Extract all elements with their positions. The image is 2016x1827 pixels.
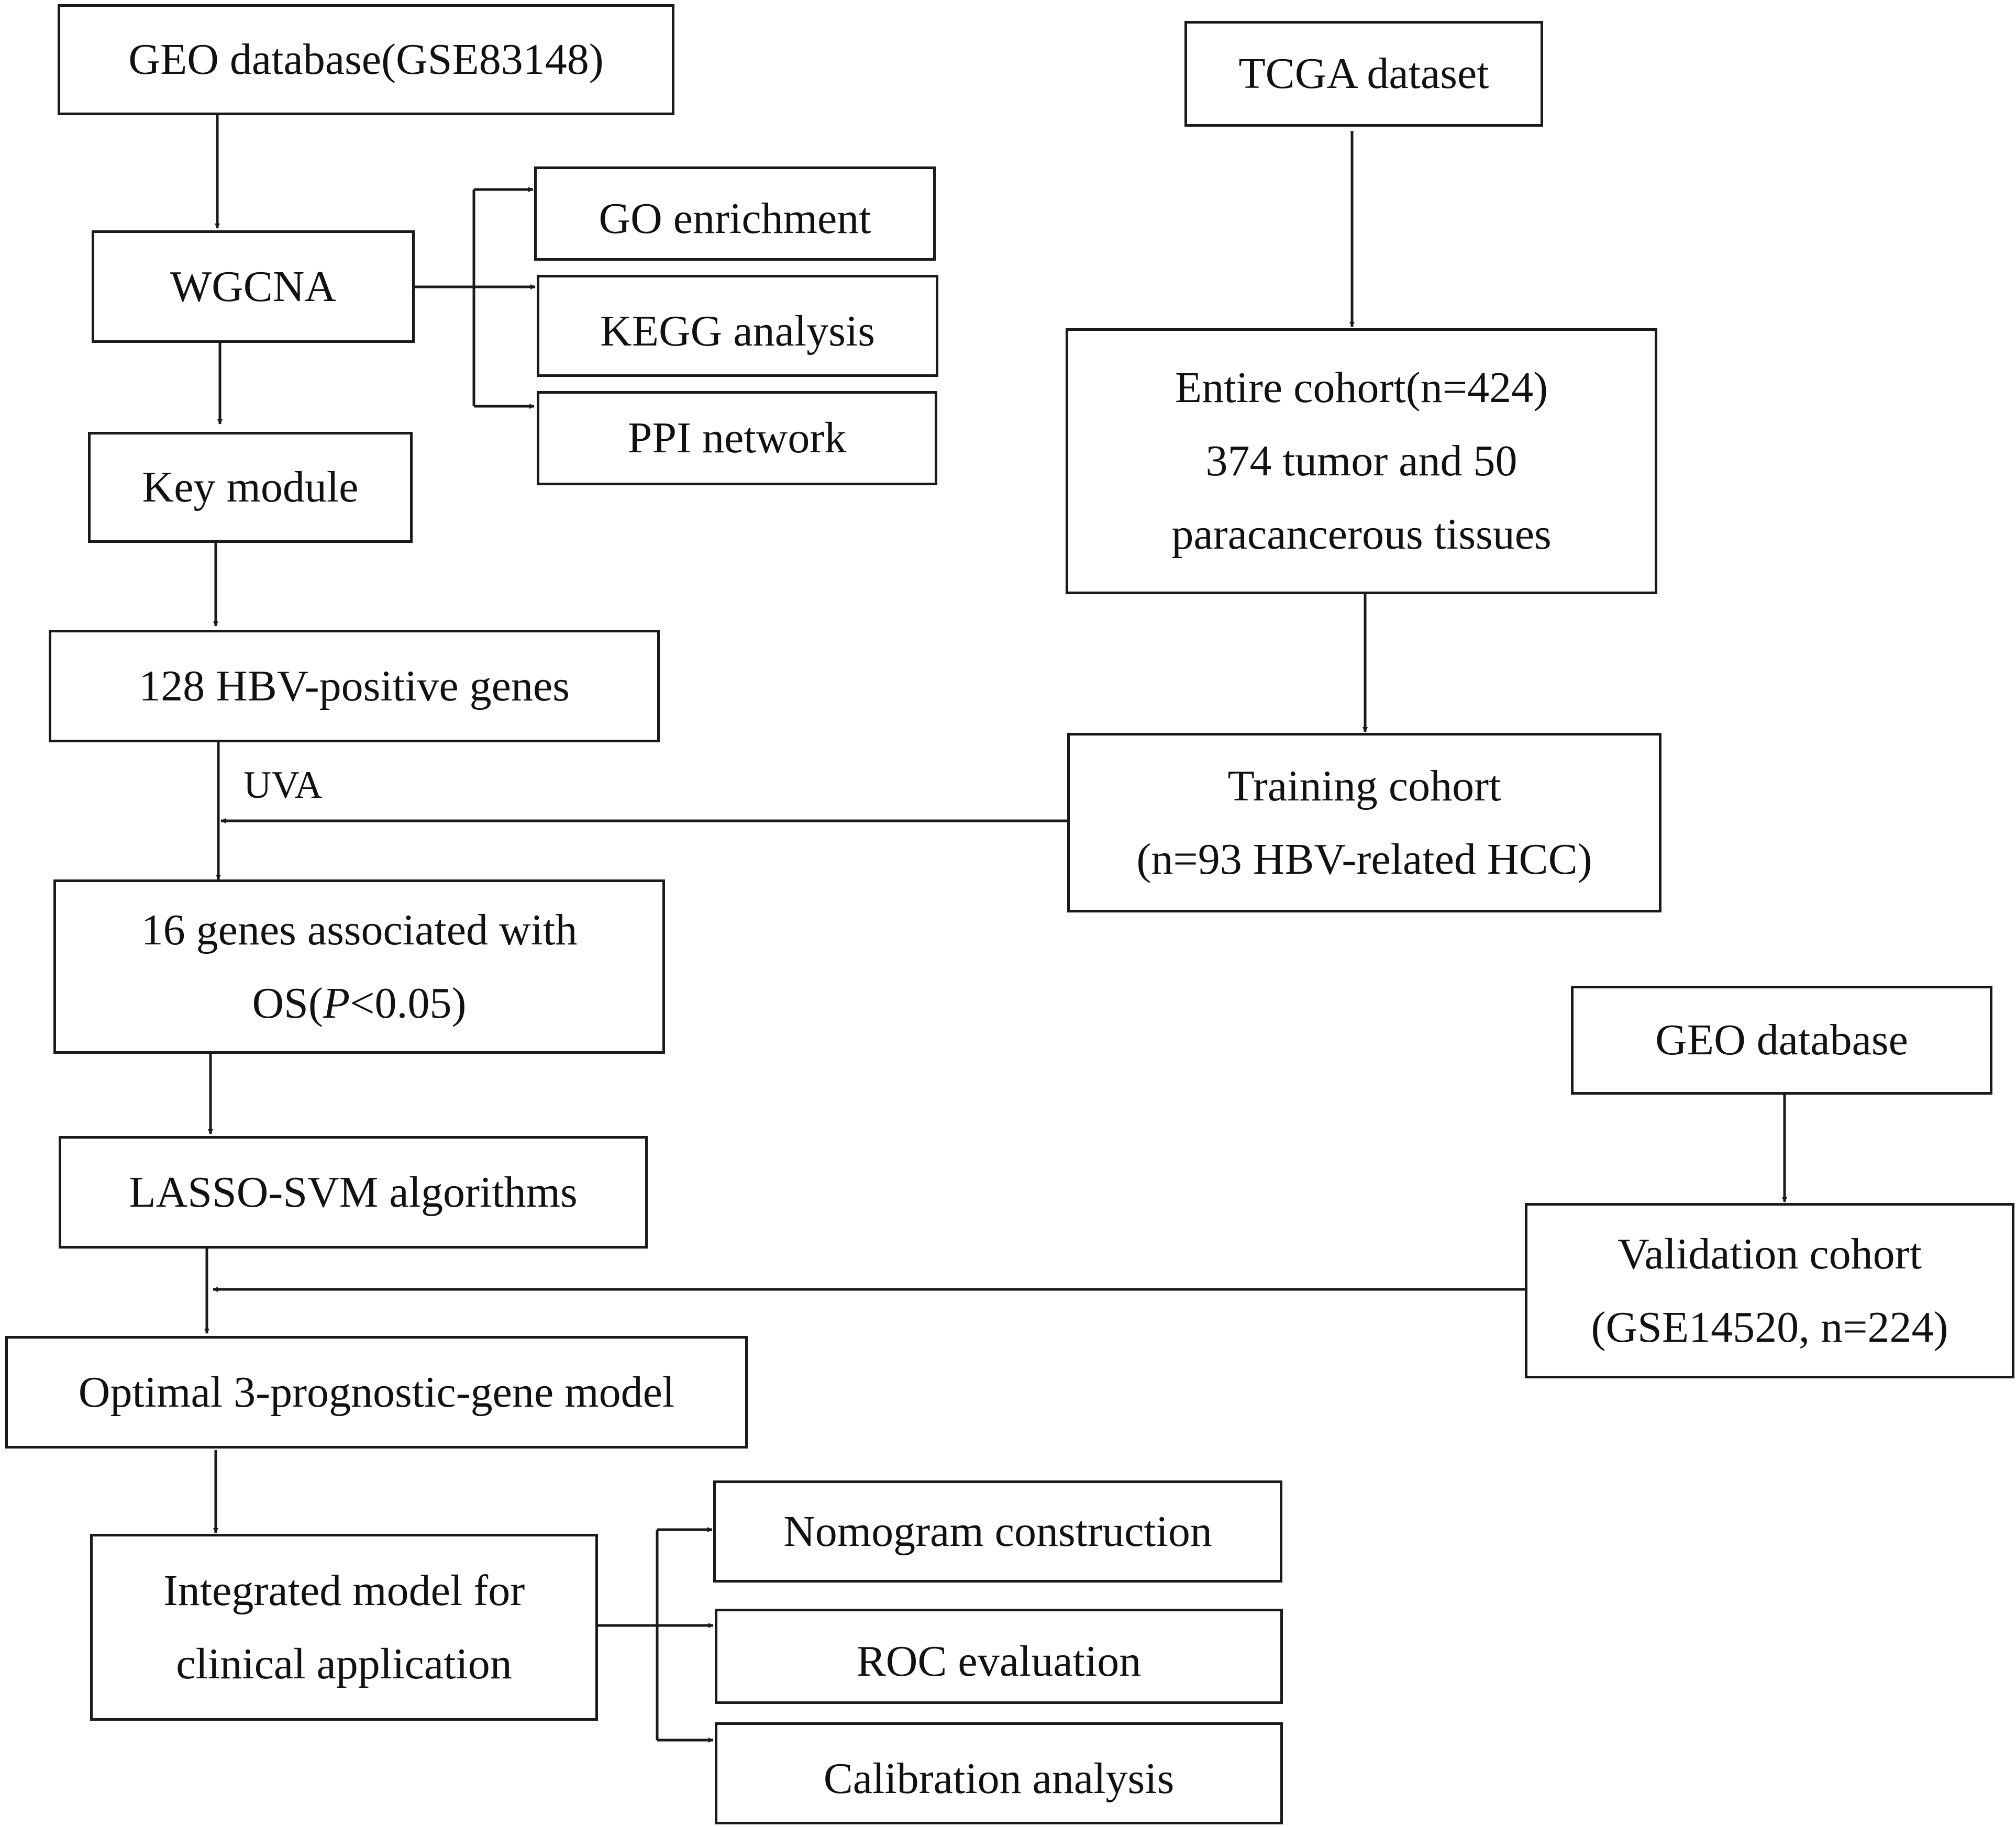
entire-cohort-label-line2: 374 tumor and 50 [1205,437,1517,485]
validation-cohort-label-line2: (GSE14520, n=224) [1591,1302,1948,1352]
lasso-svm-node: LASSO-SVM algorithms [59,1136,648,1249]
os-genes-label-line2: OS(P<0.05) [252,967,466,1040]
geo-database-node: GEO database [1571,986,1992,1095]
calibration-label: Calibration analysis [823,1754,1175,1803]
os-genes-label-post: <0.05) [350,978,467,1028]
training-cohort-node: Training cohort (n=93 HBV-related HCC) [1067,733,1661,912]
geo-database-label: GEO database [1655,1016,1908,1064]
calibration-node: Calibration analysis [715,1722,1283,1824]
os-genes-label-line1: 16 genes associated with [141,905,578,954]
training-cohort-label-line1: Training cohort [1227,761,1501,810]
go-enrichment-label: GO enrichment [599,194,871,243]
tcga-dataset-label: TCGA dataset [1238,49,1489,98]
wgcna-node: WGCNA [92,230,415,343]
tcga-dataset-node: TCGA dataset [1184,21,1543,127]
integrated-model-node: Integrated model for clinical applicatio… [90,1534,598,1721]
uva-edge-label: UVA [243,764,323,807]
roc-evaluation-node: ROC evaluation [715,1609,1283,1704]
ppi-network-label: PPI network [627,414,847,462]
lasso-svm-label: LASSO-SVM algorithms [129,1167,578,1217]
integrated-model-label-line2: clinical application [176,1639,512,1688]
kegg-analysis-label: KEGG analysis [600,306,875,355]
training-cohort-label-line2: (n=93 HBV-related HCC) [1136,834,1592,884]
integrated-model-label-line1: Integrated model for [163,1566,525,1615]
optimal-model-node: Optimal 3-prognostic-gene model [5,1336,748,1449]
wgcna-label: WGCNA [170,262,337,311]
os-genes-label-p: P [323,978,350,1028]
optimal-model-label: Optimal 3-prognostic-gene model [78,1367,675,1417]
entire-cohort-label-line3: paracancerous tissues [1171,510,1552,559]
key-module-label: Key module [142,463,359,511]
os-genes-label-pre: OS( [252,978,323,1028]
geo-gse83148-label: GEO database(GSE83148) [128,35,604,84]
go-enrichment-node: GO enrichment [534,166,936,261]
validation-cohort-label-line1: Validation cohort [1618,1229,1922,1278]
validation-cohort-node: Validation cohort (GSE14520, n=224) [1525,1203,2014,1378]
entire-cohort-label-line1: Entire cohort(n=424) [1175,363,1548,412]
key-module-node: Key module [88,432,413,543]
geo-gse83148-node: GEO database(GSE83148) [58,4,674,115]
roc-evaluation-label: ROC evaluation [856,1637,1142,1686]
hbv-genes-node: 128 HBV-positive genes [49,630,660,742]
hbv-genes-label: 128 HBV-positive genes [139,661,570,710]
entire-cohort-node: Entire cohort(n=424) 374 tumor and 50 pa… [1066,328,1657,594]
nomogram-label: Nomogram construction [783,1507,1212,1556]
ppi-network-node: PPI network [537,391,937,485]
os-genes-node: 16 genes associated with OS(P<0.05) [53,879,665,1054]
nomogram-node: Nomogram construction [713,1480,1282,1583]
kegg-analysis-node: KEGG analysis [537,275,938,377]
